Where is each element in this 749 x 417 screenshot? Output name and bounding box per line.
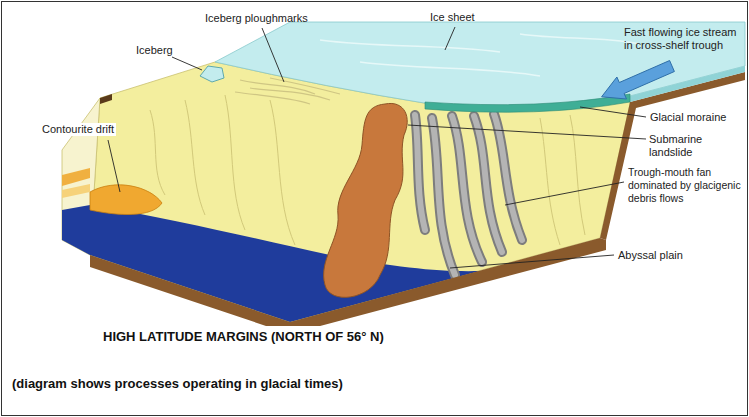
ice-stream-label: Fast flowing ice stream in cross-shelf t… [624,26,744,52]
abyssal-label: Abyssal plain [618,249,718,262]
moraine-label: Glacial moraine [650,111,744,124]
iceberg-label: Iceberg [136,44,196,57]
diagram-caption: (diagram shows processes operating in gl… [12,376,343,392]
contourite-label: Contourite drift [40,123,116,136]
ploughmarks-label: Iceberg ploughmarks [205,12,335,25]
trough-fan-label: Trough-mouth fan dominated by glacigenic… [628,166,745,205]
landslide-label: Submarine landslide [649,133,745,159]
ice-sheet-label: Ice sheet [430,11,500,24]
diagram-title: HIGH LATITUDE MARGINS (NORTH OF 56° N) [103,329,384,345]
